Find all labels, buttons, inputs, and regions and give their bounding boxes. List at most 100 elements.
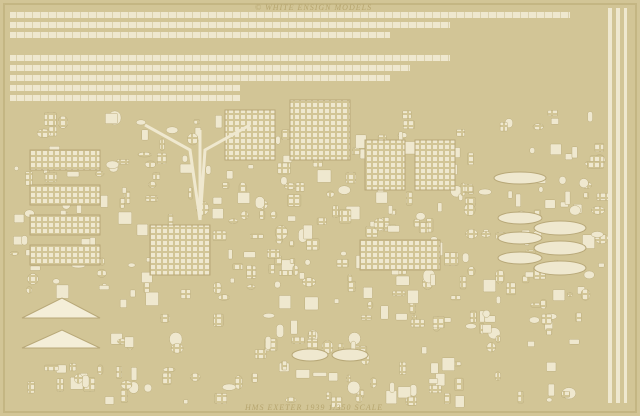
etched-part: [598, 262, 605, 268]
etched-part: [410, 319, 425, 328]
etched-part: [575, 312, 582, 322]
etched-part: [143, 282, 150, 293]
etched-part: [308, 330, 316, 339]
etched-part: [430, 273, 436, 286]
etched-part: [152, 172, 161, 180]
etched-part: [278, 295, 292, 309]
etched-part: [281, 360, 287, 371]
etched-part: [418, 222, 429, 234]
etched-part: [58, 115, 68, 129]
etched-part: [517, 391, 524, 404]
etched-part: [105, 113, 118, 124]
etched-part: [478, 188, 492, 196]
grating-part: [29, 244, 101, 266]
etched-part: [215, 115, 223, 129]
railing-strip: [10, 95, 240, 101]
etched-part: [530, 302, 543, 308]
etched-part: [527, 341, 535, 347]
etched-part: [450, 295, 461, 301]
etched-part: [532, 123, 544, 130]
etched-part: [127, 262, 136, 268]
triangle-platforms: [21, 297, 101, 349]
etched-part: [540, 298, 547, 310]
etched-part: [515, 193, 521, 208]
grating-part: [29, 149, 101, 171]
etched-part: [247, 164, 254, 170]
etched-part: [74, 373, 83, 384]
etched-part: [170, 343, 184, 354]
etched-part: [69, 363, 77, 372]
etched-part: [96, 268, 107, 278]
etched-part: [246, 284, 256, 290]
etched-part: [25, 171, 33, 186]
etched-part: [388, 205, 393, 215]
etched-part: [66, 171, 80, 178]
etched-part: [544, 199, 556, 209]
etched-part: [395, 313, 408, 321]
etched-part: [124, 190, 131, 205]
etched-part: [506, 282, 516, 296]
railing-strip: [10, 75, 390, 81]
etched-part: [571, 146, 578, 159]
etched-part: [274, 280, 281, 289]
etched-part: [347, 380, 361, 395]
etched-part: [295, 369, 311, 379]
etched-part: [494, 371, 501, 381]
etched-part: [456, 129, 465, 137]
etched-part: [538, 186, 544, 193]
railing-strip: [10, 22, 450, 28]
etched-part: [528, 316, 540, 324]
etched-part: [130, 367, 138, 381]
etched-part: [389, 382, 395, 393]
etched-part: [36, 128, 51, 138]
etched-part: [116, 366, 122, 379]
etched-part: [546, 361, 557, 372]
etched-part: [129, 289, 136, 298]
etched-part: [160, 314, 169, 323]
etched-part: [76, 204, 82, 214]
etched-part: [558, 176, 567, 185]
etched-part: [546, 397, 553, 403]
title-label: HMS EXETER 1939 1/350 SCALE: [245, 403, 384, 412]
etched-part: [312, 160, 323, 168]
etched-part: [275, 135, 281, 145]
etched-part: [347, 280, 356, 292]
etched-part: [370, 377, 377, 389]
etched-part: [121, 187, 127, 194]
etched-part: [316, 217, 327, 225]
etched-part: [227, 249, 233, 260]
etched-part: [547, 383, 555, 397]
etched-part: [304, 296, 319, 311]
etched-part: [499, 122, 508, 132]
etched-part: [120, 389, 128, 403]
etched-part: [482, 309, 491, 318]
etched-part: [162, 372, 172, 385]
etched-part: [459, 275, 467, 290]
etched-part: [346, 374, 351, 383]
etched-part: [587, 161, 601, 169]
railing-strip: [10, 85, 240, 91]
etched-part: [105, 160, 119, 169]
etched-part: [276, 324, 284, 338]
right-edge-strips: [608, 8, 627, 403]
etched-part: [285, 396, 297, 404]
etched-part: [406, 191, 413, 206]
etched-part: [135, 119, 146, 126]
etched-part: [444, 252, 459, 266]
etched-part: [564, 191, 571, 205]
etched-part: [250, 233, 264, 239]
etched-part: [137, 151, 152, 158]
etched-part: [44, 364, 59, 371]
etched-part: [432, 316, 445, 329]
etched-part: [407, 396, 417, 406]
etched-part: [465, 323, 477, 330]
etched-part: [189, 372, 201, 382]
etched-part: [507, 190, 513, 199]
etched-part: [495, 269, 505, 284]
etched-part: [290, 320, 298, 335]
etched-part: [594, 142, 604, 152]
etched-part: [567, 292, 573, 297]
etched-part: [569, 205, 581, 216]
etched-part: [97, 364, 104, 375]
etched-part: [403, 120, 415, 130]
